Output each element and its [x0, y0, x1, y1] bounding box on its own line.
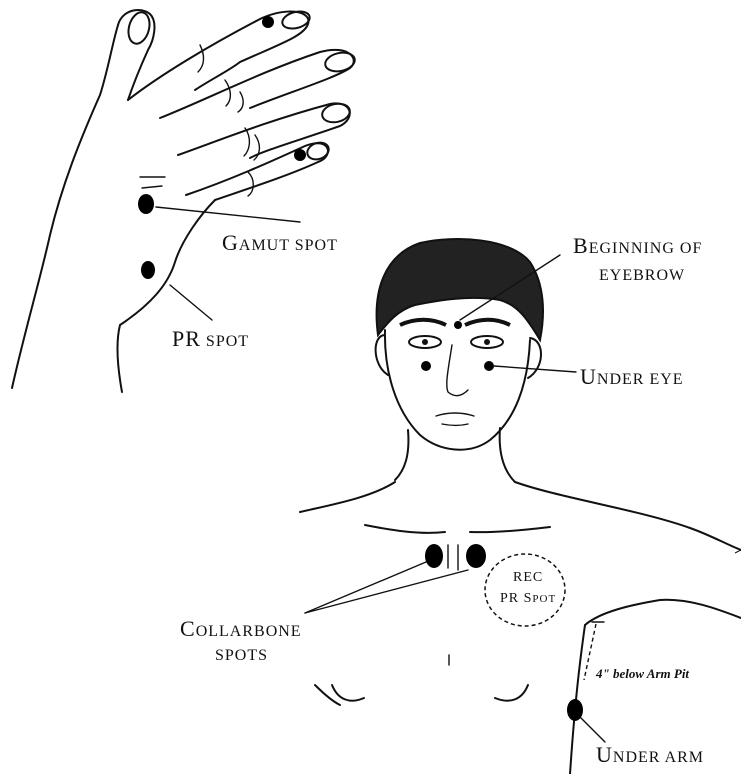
collarbone-spots-label-line2: SPOTS — [215, 647, 268, 664]
head-illustration — [376, 239, 576, 482]
collarbone-right-dot — [466, 544, 486, 568]
under-eye-dot — [484, 361, 494, 371]
rec-label: REC — [513, 570, 543, 585]
pr-spot-dot — [141, 261, 155, 279]
gamut-spot-dot — [138, 194, 154, 214]
gamut-spot-label: GAMUT SPOT — [222, 230, 338, 255]
torso-illustration — [300, 482, 741, 774]
karate-chop-dot — [262, 16, 274, 28]
under-eye-label: UNDER EYE — [580, 364, 684, 389]
left-under-eye-dot — [421, 361, 431, 371]
beginning-of-eyebrow-label-line1: BEGINNING OF — [573, 233, 702, 258]
beginning-of-eyebrow-label-line2: EYEBROW — [599, 267, 685, 284]
collarbone-left-dot — [425, 544, 443, 568]
little-finger-dot — [294, 149, 306, 161]
rec-pr-spot-circle — [485, 554, 565, 626]
arm-pit-measure-label: 4" below Arm Pit — [595, 666, 689, 681]
collarbone-spots-label-line1: COLLARBONE — [180, 616, 302, 641]
eyebrow-dot — [454, 321, 462, 329]
pr-spot-label: PR SPOT — [172, 326, 249, 351]
rec-pr-spot-label: PR SPOT — [500, 591, 556, 606]
under-arm-label: UNDER ARM — [596, 742, 704, 767]
